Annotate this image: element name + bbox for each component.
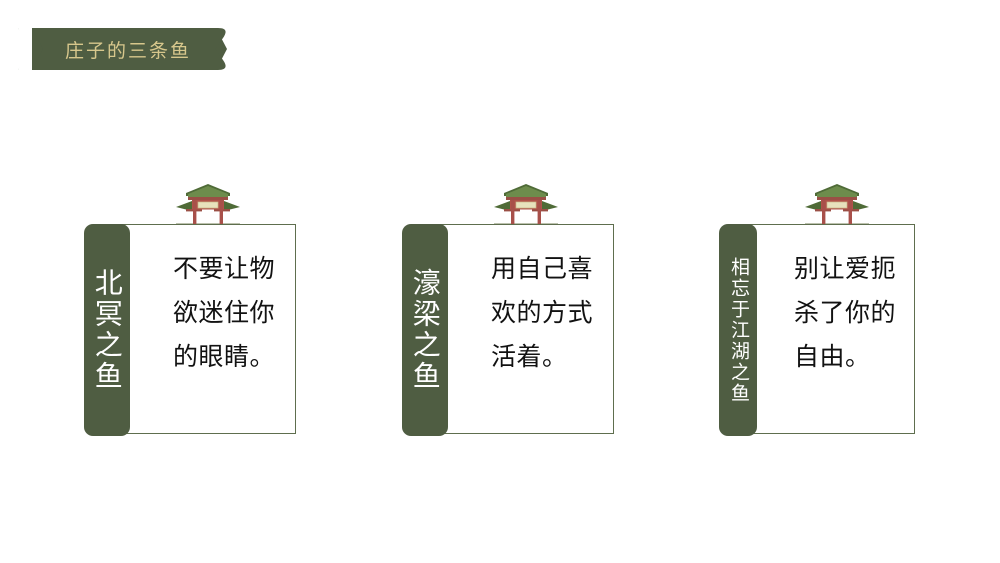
card-body: 别让爱扼杀了你的自由。	[741, 224, 915, 434]
chinese-gate-icon	[805, 184, 869, 225]
card-body: 用自己喜欢的方式活着。	[428, 224, 614, 434]
ribbon-shape-icon	[18, 28, 230, 70]
card-tab-label: 相忘于江湖之鱼	[727, 256, 749, 404]
card-tab[interactable]: 濠梁之鱼	[402, 224, 448, 436]
card-body: 不要让物欲迷住你的眼睛。	[110, 224, 296, 434]
card-tab-label: 北冥之鱼	[91, 268, 123, 392]
card-tab[interactable]: 北冥之鱼	[84, 224, 130, 436]
card-item[interactable]: 用自己喜欢的方式活着。 濠梁之鱼	[402, 176, 614, 438]
card-tab-label: 濠梁之鱼	[409, 268, 441, 392]
card-tab[interactable]: 相忘于江湖之鱼	[719, 224, 757, 436]
card-item[interactable]: 不要让物欲迷住你的眼睛。 北冥之鱼	[84, 176, 296, 438]
cards-row: 不要让物欲迷住你的眼睛。 北冥之鱼 用自己喜欢的方式活着。 濠梁之鱼	[0, 176, 1000, 446]
chinese-gate-icon	[176, 184, 240, 225]
title-banner: 庄子的三条鱼	[18, 28, 230, 70]
card-item[interactable]: 别让爱扼杀了你的自由。 相忘于江湖之鱼	[719, 176, 915, 438]
card-text: 不要让物欲迷住你的眼睛。	[173, 255, 276, 371]
page-title: 庄子的三条鱼	[64, 40, 191, 62]
card-text: 别让爱扼杀了你的自由。	[794, 255, 897, 371]
chinese-gate-icon	[494, 184, 558, 225]
card-text: 用自己喜欢的方式活着。	[491, 255, 594, 371]
